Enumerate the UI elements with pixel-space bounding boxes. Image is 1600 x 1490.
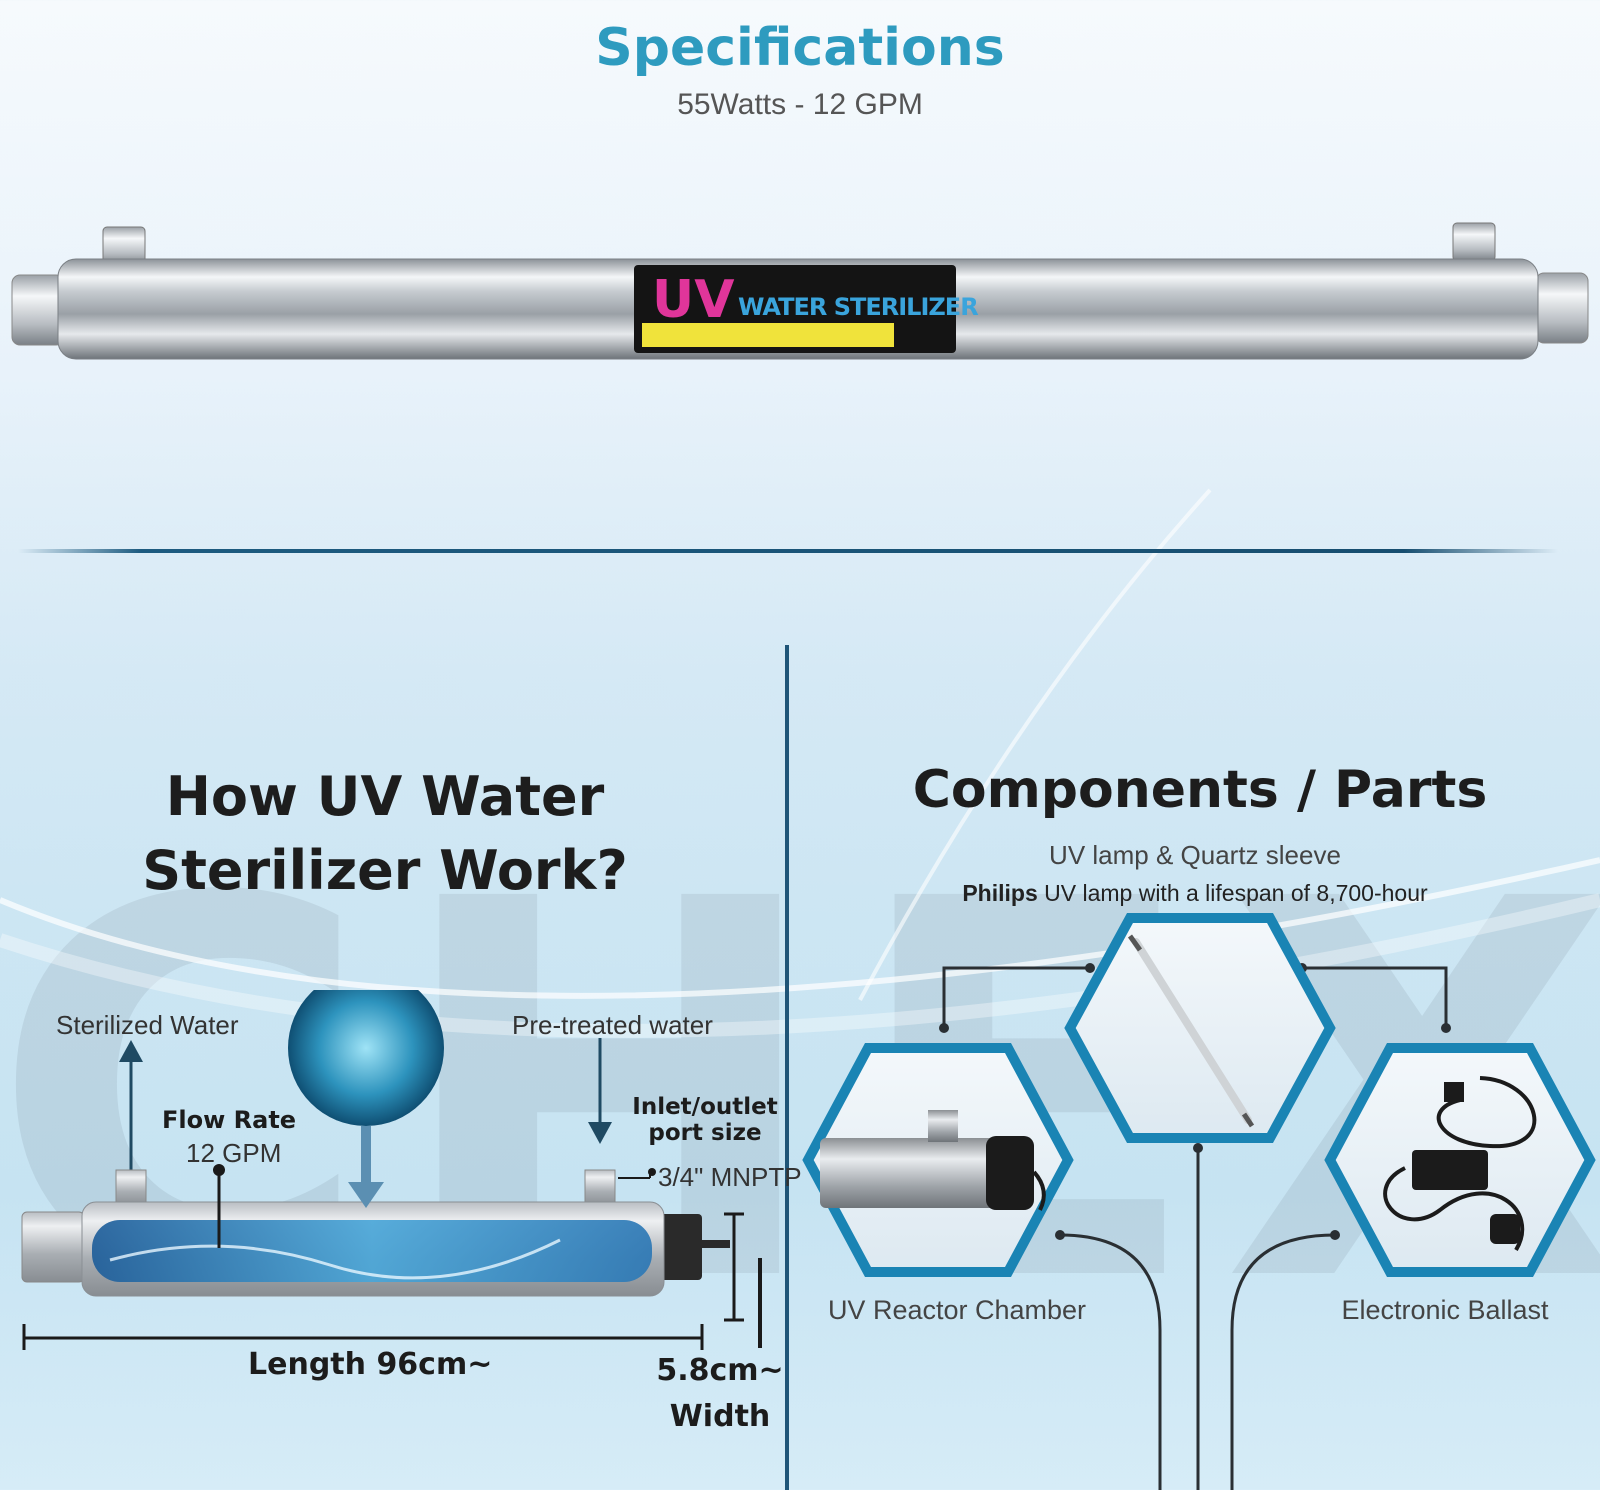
width-label-line2: Width (669, 1399, 771, 1434)
sterilizer-product-image (11, 222, 1589, 360)
lamp-brand: Philips (962, 880, 1038, 906)
reactor-chamber-label: UV Reactor Chamber (827, 1295, 1087, 1325)
how-title-line2: Sterilizer Work? (142, 839, 628, 902)
components-diagram (802, 913, 1596, 1490)
width-label: 5.8cm~ Width (650, 1348, 790, 1440)
vertical-divider (785, 645, 789, 1490)
flow-rate-label: Flow Rate (162, 1106, 297, 1134)
lamp-desc-text: UV lamp with a lifespan of 8,700-hour (1044, 880, 1428, 906)
electronic-ballast-label: Electronic Ballast (1341, 1295, 1549, 1325)
page-title: Specifications (595, 18, 1005, 78)
sterilizer-diagram (21, 990, 762, 1350)
port-size-label-line2: port size (648, 1120, 762, 1146)
how-title: How UV Water Sterilizer Work? (0, 760, 770, 908)
port-size-label: Inlet/outlet port size (600, 1094, 810, 1146)
pretreated-water-label: Pre-treated water (512, 1010, 713, 1040)
badge-text: WATER STERILIZER (738, 293, 979, 321)
port-size-label-line1: Inlet/outlet (632, 1094, 778, 1120)
components-title: Components / Parts (912, 760, 1488, 820)
sterilized-water-label: Sterilized Water (56, 1010, 239, 1040)
lamp-label: UV lamp & Quartz sleeve (1049, 840, 1341, 870)
how-title-line1: How UV Water (165, 765, 605, 828)
uv-badge: UV (652, 270, 735, 330)
width-label-line1: 5.8cm~ (656, 1353, 784, 1388)
lamp-description: Philips UV lamp with a lifespan of 8,700… (800, 880, 1590, 907)
flow-rate-value: 12 GPM (186, 1138, 282, 1168)
horizontal-divider (18, 549, 1558, 553)
page-subtitle: 55Watts - 12 GPM (677, 88, 923, 121)
port-size-value: 3/4" MNPTP (658, 1162, 802, 1192)
length-label: Length 96cm~ (248, 1347, 493, 1382)
